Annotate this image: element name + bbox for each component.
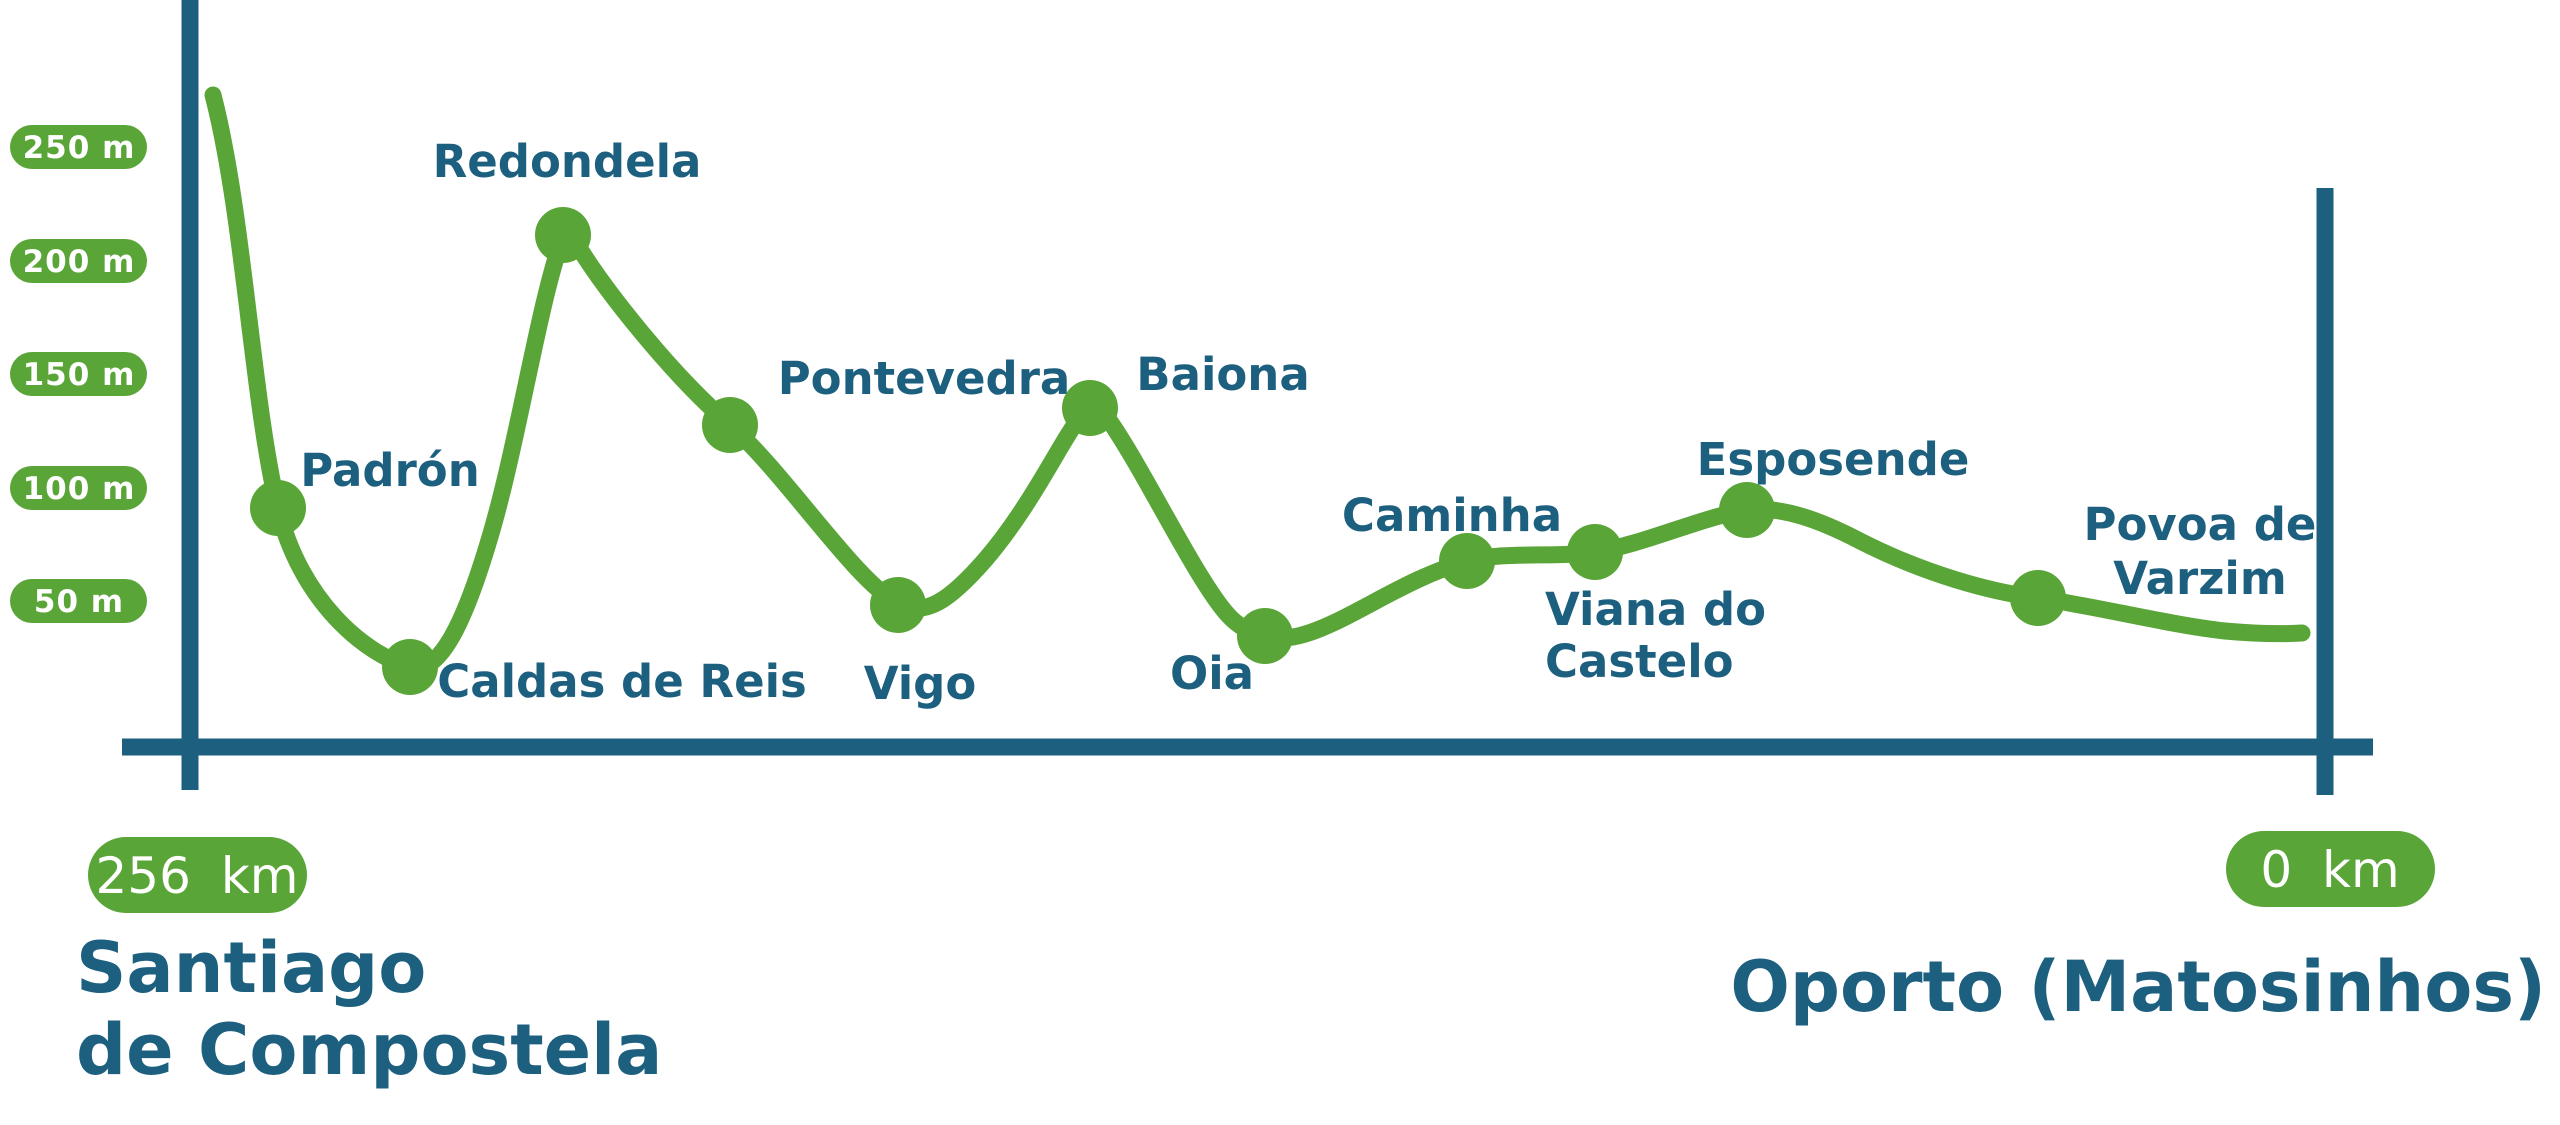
end-name: Oporto (Matosinhos) [1730, 946, 2546, 1028]
city-dot-esposende [1719, 482, 1775, 538]
city-label-esposende: Esposende [1697, 433, 1970, 486]
city-dot-padron [250, 480, 306, 536]
start-name-line2: de Compostela [76, 1009, 662, 1091]
elevation-badge-100m [10, 466, 147, 510]
elevation-tick-250m: 250 m [23, 130, 136, 166]
elevation-badge-250m [10, 125, 147, 169]
city-label-povoa-line2: Varzim [2113, 552, 2286, 605]
city-dot-caminha [1439, 533, 1495, 589]
elevation-tick-200m: 200 m [23, 244, 136, 280]
city-label-vigo: Vigo [864, 657, 977, 710]
city-label-pontevedra: Pontevedra [778, 352, 1071, 405]
km-badge-start [88, 837, 307, 913]
axes [122, 0, 2373, 795]
elevation-tick-50m: 50 m [34, 584, 124, 620]
city-dots [250, 207, 2066, 695]
city-dot-baiona [1062, 380, 1118, 436]
city-label-viana-line1: Viana do [1545, 583, 1766, 636]
city-label-oia: Oia [1170, 647, 1254, 700]
city-dot-redondela [535, 207, 591, 263]
city-label-baiona: Baiona [1136, 348, 1309, 401]
elevation-badge-200m [10, 239, 147, 283]
city-dot-vigo [870, 577, 926, 633]
city-label-caldas-de-reis: Caldas de Reis [437, 655, 807, 708]
km-badge-start-label: 256 km [96, 847, 299, 905]
city-labels: Padrón Caldas de Reis Redondela Ponteved… [300, 135, 2316, 710]
city-label-redondela: Redondela [433, 135, 702, 188]
city-dot-pontevedra [702, 397, 758, 453]
km-badge-end-label: 0 km [2260, 841, 2399, 899]
route-elevation-line [204, 86, 2311, 677]
start-name-line1: Santiago [76, 927, 426, 1009]
elevation-tick-150m: 150 m [23, 357, 136, 393]
city-dot-oia [1237, 608, 1293, 664]
city-dot-povoa-de-varzim [2010, 570, 2066, 626]
city-label-caminha: Caminha [1342, 489, 1562, 542]
city-label-padron: Padrón [300, 444, 480, 497]
elevation-tick-100m: 100 m [23, 471, 136, 507]
city-dot-caldas-de-reis [382, 639, 438, 695]
city-label-viana-line2: Castelo [1545, 635, 1734, 688]
city-dot-viana-do-castelo [1567, 524, 1623, 580]
x-axis-km-badges: 256 km 0 km [88, 831, 2435, 913]
y-axis-tick-badges: 250 m 200 m 150 m 100 m 50 m [10, 125, 147, 623]
city-label-povoa-line1: Povoa de [2084, 498, 2317, 551]
endpoint-labels: Santiago de Compostela Oporto (Matosinho… [76, 927, 2546, 1091]
elevation-badge-150m [10, 352, 147, 396]
elevation-badge-50m [10, 579, 147, 623]
km-badge-end [2226, 831, 2435, 907]
